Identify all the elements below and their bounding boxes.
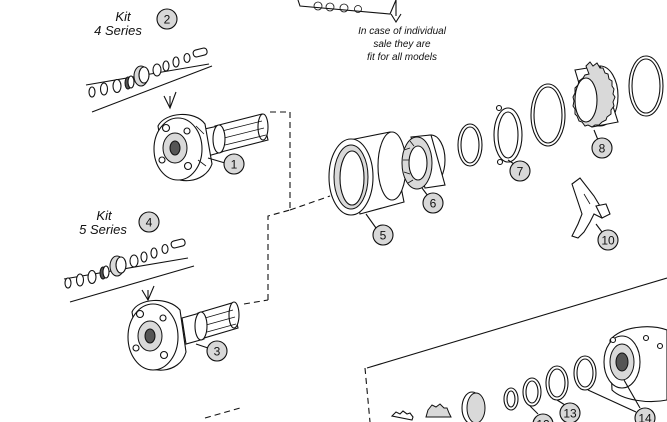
svg-text:10: 10 — [601, 234, 615, 248]
callout-1: 1 — [207, 153, 245, 175]
kit-5-small-parts — [63, 238, 195, 303]
note-line-2: sale they are — [373, 39, 431, 50]
note-line-1: In case of individual — [358, 26, 447, 37]
assembly-dashed-lines — [204, 111, 371, 422]
kit-5-series-word: Kit — [96, 208, 113, 223]
callout-8: 8 — [591, 129, 613, 159]
snap-ring-a — [457, 123, 483, 167]
part-3-planet-carrier — [127, 299, 240, 371]
kit-4-series-label: 4 Series — [94, 23, 142, 38]
svg-text:4: 4 — [146, 216, 153, 230]
part-6-splined-hub — [401, 134, 446, 190]
kit-4-small-parts — [85, 47, 213, 113]
svg-text:8: 8 — [599, 142, 606, 156]
part-7-circlip — [493, 104, 523, 166]
callout-4: 4 — [138, 211, 160, 233]
callout-10: 10 — [595, 223, 619, 251]
part-10-shift-fork — [571, 177, 611, 239]
bottom-housing — [603, 326, 667, 403]
callout-14: 14 — [587, 379, 656, 422]
svg-text:5: 5 — [380, 229, 387, 243]
svg-text:6: 6 — [430, 197, 437, 211]
bottom-small-parts — [390, 355, 597, 422]
note-line-3: fit for all models — [367, 52, 437, 63]
part-5-ring-gear — [328, 131, 407, 216]
callout-2: 2 — [156, 8, 178, 30]
callout-5: 5 — [365, 213, 394, 246]
part-8-sliding-gear — [572, 61, 619, 128]
svg-text:7: 7 — [517, 165, 524, 179]
svg-text:13: 13 — [563, 407, 577, 421]
callout-12: 12 — [529, 405, 554, 422]
callout-13: 13 — [556, 399, 581, 422]
bottom-assembly-baseline — [366, 277, 667, 369]
callout-3: 3 — [195, 340, 228, 362]
large-ring-right — [628, 55, 664, 117]
svg-text:12: 12 — [536, 418, 550, 422]
kit-5-series-label: 5 Series — [79, 222, 127, 237]
top-kit-fragment — [297, 0, 402, 24]
callout-6: 6 — [421, 187, 444, 214]
thrust-ring — [530, 83, 566, 147]
kit-4-series-word: Kit — [115, 9, 132, 24]
callout-7: 7 — [507, 159, 531, 182]
svg-text:2: 2 — [164, 13, 171, 27]
svg-text:14: 14 — [638, 412, 652, 422]
svg-text:3: 3 — [214, 345, 221, 359]
svg-text:1: 1 — [231, 158, 238, 172]
part-1-planet-carrier — [153, 113, 269, 182]
